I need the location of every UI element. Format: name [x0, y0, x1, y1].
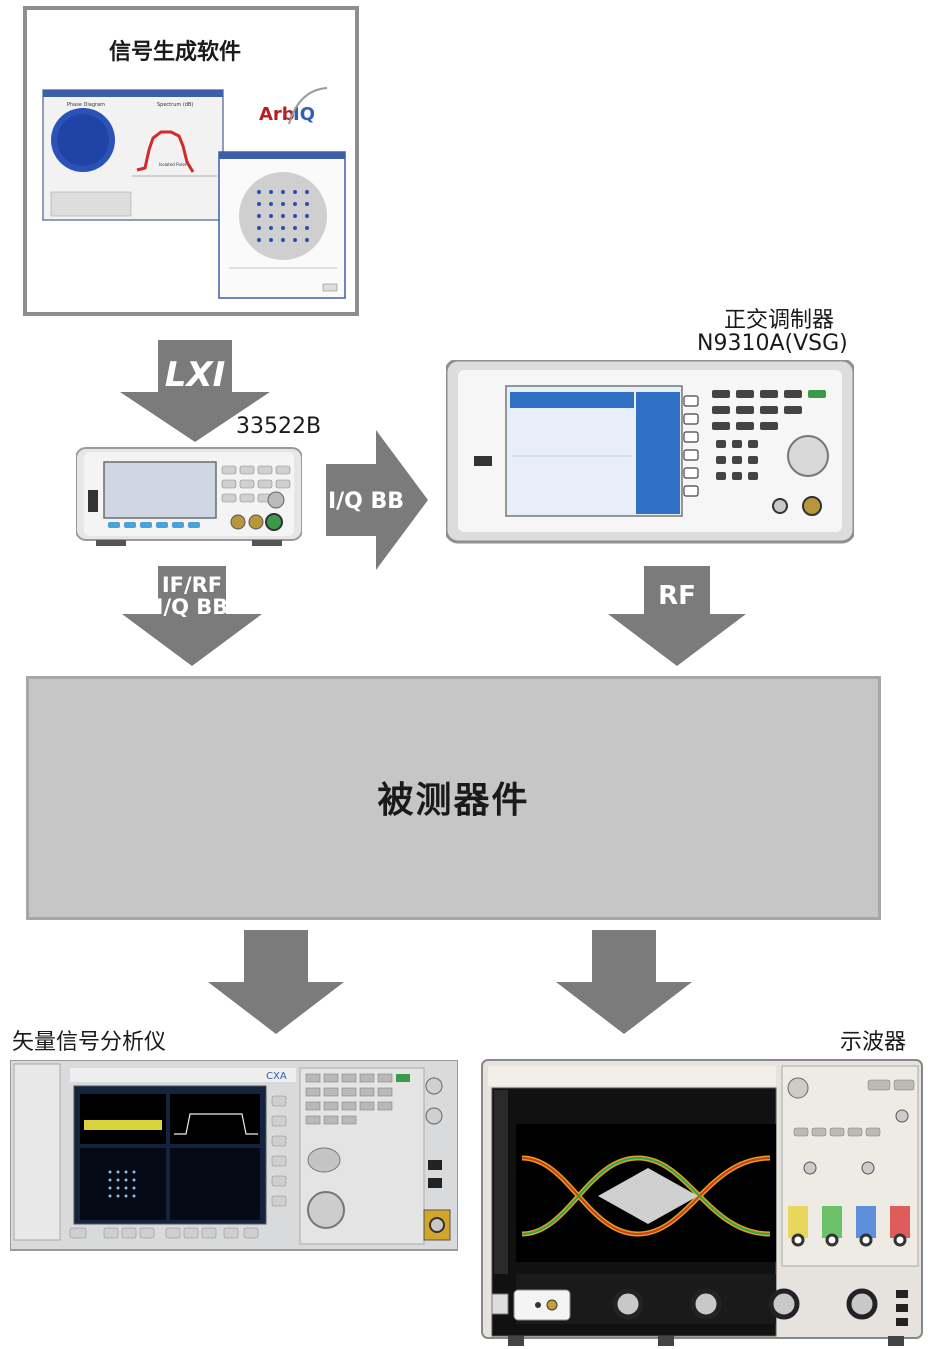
rf-label: RF	[658, 581, 696, 611]
dut-block: 被测器件	[26, 676, 881, 920]
if-rf-arrow: IF/RF I/Q BB	[122, 566, 262, 666]
vsa-name-label: 矢量信号分析仪	[12, 1030, 167, 1055]
vsg-model-label: N9310A(VSG)	[697, 331, 848, 356]
constellation-points	[257, 190, 309, 242]
lxi-arrow: LXI	[120, 340, 270, 442]
arbiq-logo-iq: IQ	[293, 104, 315, 125]
arbiq-logo-arb: Arb	[259, 104, 295, 125]
awg-instrument	[76, 447, 302, 546]
iq-bb-right-label: I/Q BB	[328, 489, 404, 514]
if-rf-label-line1: IF/RF	[162, 573, 222, 597]
vsg-name-label: 正交调制器	[724, 308, 835, 333]
window-title-phase: Phase Diagram	[67, 102, 105, 108]
software-screenshot: Phase Diagram Spectrum (dB) Isolated Pul…	[42, 87, 346, 299]
lxi-label: LXI	[165, 355, 226, 395]
software-title: 信号生成软件	[109, 40, 242, 65]
window-title-pulse: Isolated Pulse	[159, 162, 187, 167]
software-panel: 信号生成软件 Phase Diagram Spectrum (dB) Isola…	[23, 6, 359, 316]
iq-bb-right-arrow: I/Q BB	[326, 430, 428, 570]
vsa-arrow	[208, 930, 344, 1034]
vsa-badge: CXA	[266, 1071, 287, 1082]
scope-instrument	[481, 1059, 923, 1346]
vsa-instrument: CXA	[10, 1060, 458, 1251]
awg-model-label: 33522B	[236, 414, 322, 439]
rf-arrow: RF	[608, 566, 746, 666]
scope-arrow	[556, 930, 692, 1034]
dut-label: 被测器件	[377, 780, 530, 821]
window-title-spectrum: Spectrum (dB)	[157, 102, 193, 108]
scope-name-label: 示波器	[840, 1030, 907, 1055]
if-rf-label-line2: I/Q BB	[156, 595, 229, 619]
vsg-instrument	[446, 360, 854, 544]
